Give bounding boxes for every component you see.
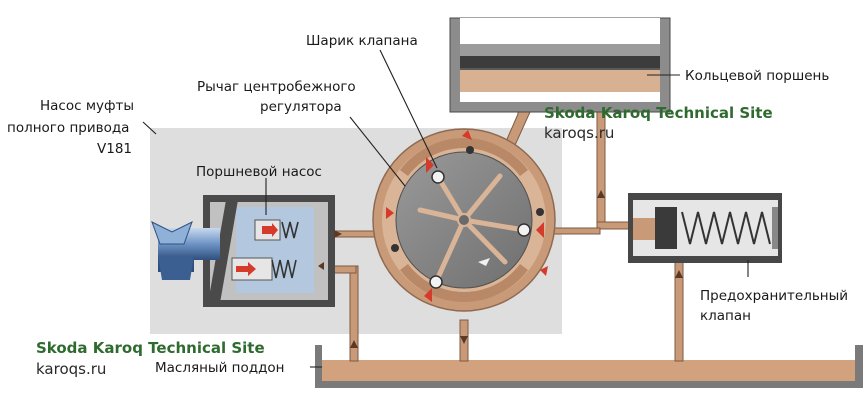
label-pump-3: V181 bbox=[97, 141, 132, 157]
label-safety-valve-2: клапан bbox=[700, 308, 751, 324]
safety-valve bbox=[628, 193, 782, 263]
label-ring-piston: Кольцевой поршень bbox=[685, 68, 829, 84]
watermark-top-line1: Skoda Karoq Technical Site bbox=[544, 104, 773, 122]
label-valve-ball: Шарик клапана bbox=[306, 33, 418, 49]
oil-sump bbox=[315, 345, 863, 388]
label-centrifugal-lever-2: регулятора bbox=[260, 99, 342, 115]
piston-pump bbox=[151, 195, 335, 307]
label-pump-1: Насос муфты bbox=[40, 98, 134, 114]
watermark-bottom-line1: Skoda Karoq Technical Site bbox=[36, 339, 265, 357]
label-safety-valve-1: Предохранительный bbox=[700, 288, 848, 304]
flow-arrows bbox=[318, 190, 683, 348]
ring-piston bbox=[449, 17, 671, 113]
watermark-top-line2: karoqs.ru bbox=[544, 124, 614, 142]
watermark-bottom-line2: karoqs.ru bbox=[36, 360, 106, 378]
label-piston-pump: Поршневой насос bbox=[196, 164, 322, 180]
leader-lines bbox=[142, 49, 749, 368]
label-oil-sump: Масляный поддон bbox=[155, 360, 284, 376]
label-pump-2: полного привода bbox=[7, 120, 129, 136]
label-centrifugal-lever-1: Рычаг центробежного bbox=[197, 79, 356, 95]
centrifugal-regulator bbox=[372, 128, 556, 312]
